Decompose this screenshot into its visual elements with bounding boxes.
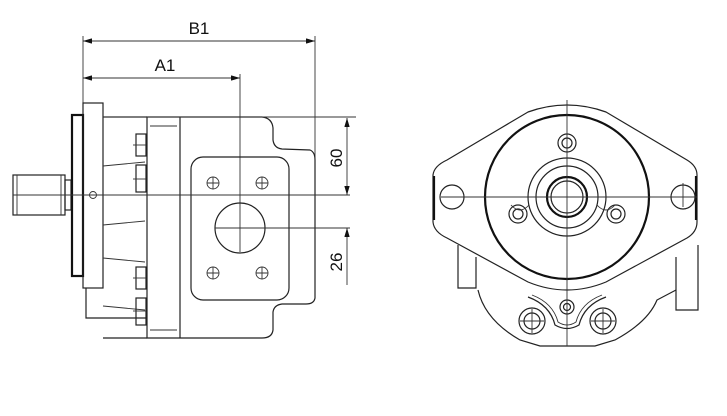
dimension-26-label: 26 [327,253,346,272]
mounting-flange [82,102,104,289]
front-view [432,100,699,347]
dimension-a1-label: A1 [155,56,176,75]
dimension-60-label: 60 [327,149,346,168]
dimension-b1-label: B1 [189,19,210,38]
mounting-flange-outline [432,104,698,291]
outlet-port [190,156,350,301]
bolts [133,133,147,326]
side-view: B1 A1 [12,19,356,339]
dimension-a1: A1 [83,56,241,252]
pilot-plate [70,113,85,278]
dimension-b1: B1 [82,19,316,160]
